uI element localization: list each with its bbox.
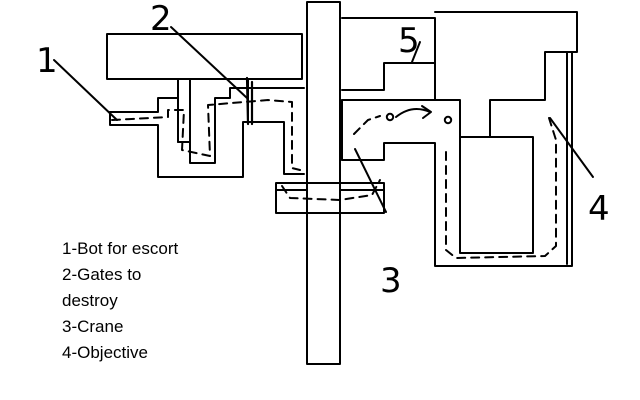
left-structure	[106, 33, 305, 178]
marker-gates-number: 2	[150, 0, 172, 39]
legend-item-gates: 2-Gates to	[62, 265, 142, 284]
crane-swing-arrow	[385, 105, 453, 125]
legend-item-bot: 1-Bot for escort	[62, 239, 179, 258]
legend-item-gates-continued: destroy	[62, 291, 118, 310]
marker-spawn-number: 5	[398, 21, 420, 61]
marker-crane-number: 3	[380, 261, 402, 301]
legend-item-objective: 4-Objective	[62, 343, 148, 362]
right-structure	[341, 11, 578, 267]
callout-lines	[53, 26, 594, 213]
legend: 1-Bot for escort 2-Gates to destroy 3-Cr…	[62, 236, 178, 366]
marker-bot-number: 1	[36, 41, 58, 81]
legend-item-crane: 3-Crane	[62, 317, 124, 336]
marker-objective-number: 4	[588, 189, 610, 229]
crane-column	[275, 1, 385, 365]
